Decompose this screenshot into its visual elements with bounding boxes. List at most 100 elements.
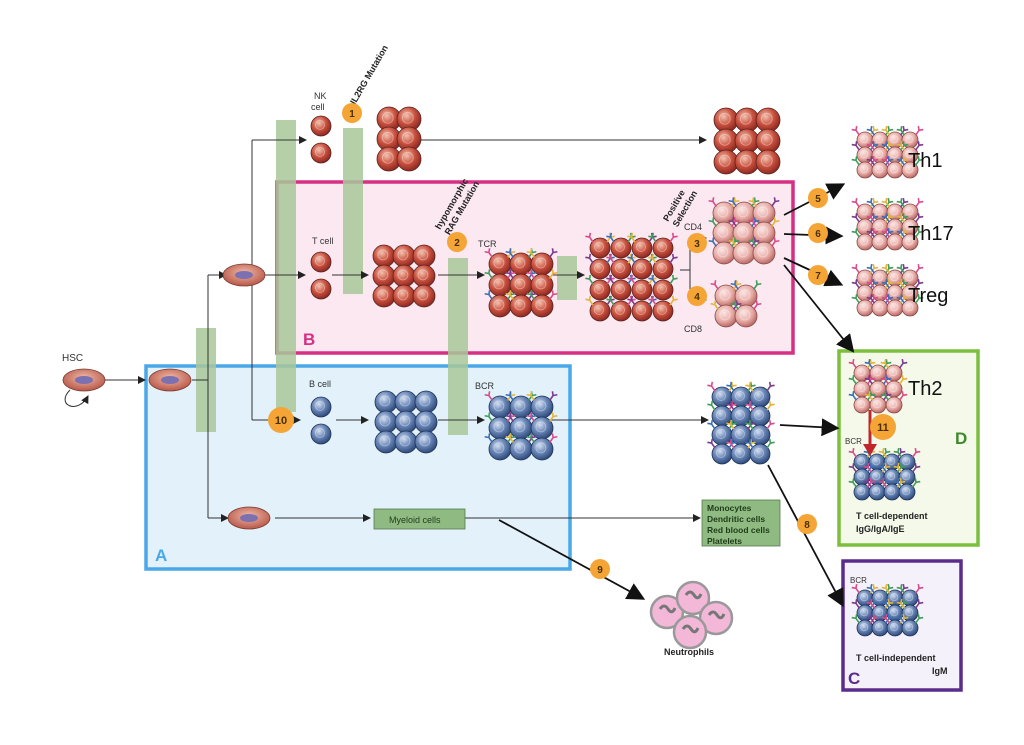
cell-highlight bbox=[857, 487, 866, 496]
receptor-icon bbox=[881, 613, 891, 624]
cell-highlight bbox=[905, 237, 914, 246]
bcr-d-label: BCR bbox=[845, 437, 862, 446]
cell-highlight bbox=[737, 206, 749, 218]
neutrophil-cell bbox=[672, 614, 708, 650]
receptor-icon bbox=[866, 212, 876, 223]
cell-highlight bbox=[419, 395, 431, 407]
cell-highlight bbox=[860, 593, 869, 602]
receptor-icon bbox=[896, 140, 906, 151]
receptor-icon bbox=[648, 253, 657, 264]
cell-highlight bbox=[493, 400, 505, 412]
cell-highlight bbox=[875, 237, 884, 246]
cell-highlight bbox=[890, 150, 899, 159]
cell bbox=[755, 107, 781, 133]
cell-highlight bbox=[381, 111, 394, 124]
receptor-icon bbox=[585, 295, 594, 306]
cd8-label: CD8 bbox=[684, 324, 702, 334]
cell-highlight bbox=[636, 263, 646, 273]
block-bar bbox=[448, 258, 468, 435]
receptor-icon bbox=[878, 462, 888, 473]
cell bbox=[610, 237, 632, 259]
cell bbox=[652, 300, 674, 322]
step-badge: 8 bbox=[797, 514, 817, 534]
cell-highlight bbox=[315, 401, 325, 411]
receptor-icon bbox=[914, 613, 924, 624]
receptor-icon bbox=[880, 374, 890, 385]
cell-highlight bbox=[905, 608, 914, 617]
receptor-icon bbox=[896, 293, 906, 304]
cell-highlight bbox=[535, 442, 547, 454]
receptor-icon bbox=[606, 295, 615, 306]
cell bbox=[631, 258, 653, 280]
cell-highlight bbox=[890, 303, 899, 312]
cell bbox=[392, 264, 416, 288]
cell bbox=[752, 241, 776, 265]
receptor-icon bbox=[549, 290, 558, 300]
receptor-icon bbox=[896, 227, 906, 238]
receptor-icon bbox=[914, 212, 924, 223]
cell bbox=[530, 437, 554, 461]
cell-highlight bbox=[315, 283, 325, 293]
nucleus bbox=[240, 514, 258, 522]
receptor-icon bbox=[505, 391, 514, 401]
receptor-icon bbox=[648, 295, 657, 306]
cell-highlight bbox=[872, 457, 881, 466]
receptor-icon bbox=[863, 477, 873, 488]
receptor-icon bbox=[851, 613, 861, 624]
nucleus bbox=[161, 376, 179, 384]
cell bbox=[394, 430, 418, 454]
cell-highlight bbox=[735, 429, 745, 439]
receptor-icon bbox=[896, 197, 906, 208]
cell-highlight bbox=[514, 278, 526, 290]
cell-highlight bbox=[717, 246, 729, 258]
box-a-letter: A bbox=[155, 546, 167, 565]
receptor-icon bbox=[753, 300, 762, 310]
receptor-icon bbox=[745, 438, 754, 449]
cell-highlight bbox=[719, 309, 731, 321]
cell-highlight bbox=[397, 269, 409, 281]
block-bar bbox=[557, 256, 577, 300]
cell-highlight bbox=[890, 222, 899, 231]
receptor-icon bbox=[914, 140, 924, 151]
receptor-icon bbox=[898, 358, 908, 369]
receptor-icon bbox=[896, 125, 906, 136]
cell-highlight bbox=[902, 472, 911, 481]
cell-highlight bbox=[875, 135, 884, 144]
receptor-icon bbox=[851, 155, 861, 166]
receptor-icon bbox=[484, 391, 493, 401]
cell-highlight bbox=[860, 150, 869, 159]
receptor-icon bbox=[748, 237, 757, 247]
receptor-icon bbox=[866, 278, 876, 289]
cell-highlight bbox=[716, 429, 726, 439]
step-number: 3 bbox=[694, 239, 700, 250]
receptor-icon bbox=[751, 237, 760, 247]
receptor-icon bbox=[505, 433, 514, 443]
tcr-label: TCR bbox=[478, 239, 497, 249]
hsc-label: HSC bbox=[62, 353, 83, 364]
cell-highlight bbox=[493, 257, 505, 269]
nucleus bbox=[75, 376, 93, 384]
receptor-icon bbox=[526, 391, 535, 401]
cell-highlight bbox=[399, 395, 411, 407]
cell-highlight bbox=[890, 273, 899, 282]
receptor-icon bbox=[606, 253, 615, 264]
receptor-icon bbox=[866, 125, 876, 136]
cell-highlight bbox=[716, 391, 726, 401]
cell-highlight bbox=[594, 242, 604, 252]
cell-highlight bbox=[860, 608, 869, 617]
receptor-icon bbox=[505, 269, 514, 279]
step-number: 5 bbox=[815, 194, 821, 205]
step-number: 11 bbox=[877, 422, 889, 434]
cell-highlight bbox=[615, 284, 625, 294]
receptor-icon bbox=[848, 374, 858, 385]
receptor-icon bbox=[707, 438, 716, 449]
cell-highlight bbox=[514, 400, 526, 412]
cell bbox=[374, 430, 398, 454]
cell bbox=[631, 279, 653, 301]
cell-highlight bbox=[737, 226, 749, 238]
step-badge: 1 bbox=[342, 103, 362, 123]
receptor-icon bbox=[866, 197, 876, 208]
receptor-icon bbox=[851, 227, 861, 238]
cell-highlight bbox=[887, 487, 896, 496]
receptor-icon bbox=[728, 237, 737, 247]
